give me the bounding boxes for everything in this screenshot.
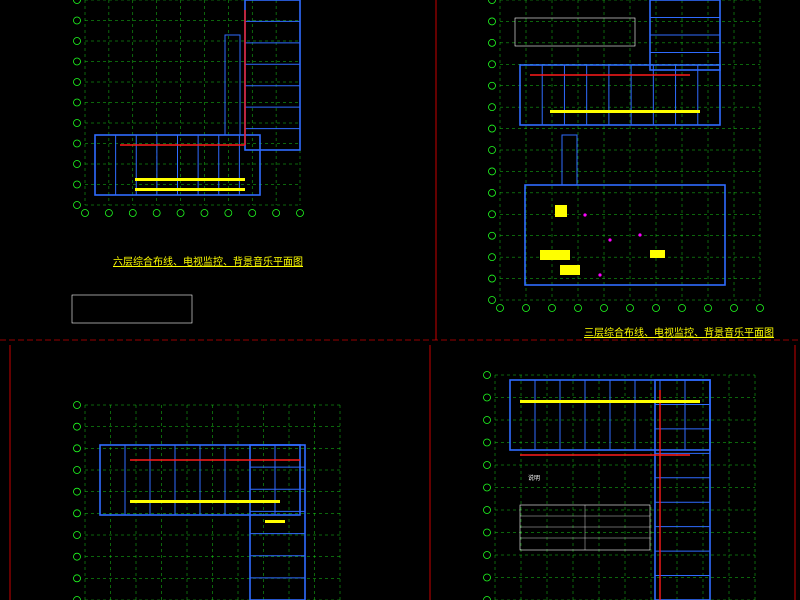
grid-floor-3-axis-bubble — [488, 103, 496, 112]
magenta-device-dot — [638, 233, 642, 237]
grid-floor-6-axis-bubble — [73, 180, 81, 189]
grid-lower-right-axis-bubble — [483, 551, 491, 559]
grid-lower-left-axis-bubble — [73, 444, 81, 453]
grid-floor-6-axis-bubble — [81, 209, 89, 217]
grid-floor-6-axis-bubble — [248, 209, 257, 217]
grid-floor-3-axis-bubble — [600, 304, 608, 312]
grid-floor-3-axis-bubble — [488, 253, 496, 262]
floor-6-stair — [224, 34, 241, 136]
grid-floor-6-axis-bubble — [296, 209, 304, 217]
magenta-device-dot — [608, 238, 612, 242]
magenta-device-dot — [598, 273, 602, 277]
grid-lower-right-axis-bubble — [483, 528, 491, 537]
grid-floor-6-axis-bubble — [176, 209, 185, 217]
grid-floor-3-axis-bubble — [488, 0, 496, 4]
device-marker — [520, 400, 700, 403]
grid-lower-left-axis-bubble — [73, 487, 81, 496]
grid-lower-left-axis-bubble — [73, 574, 81, 583]
grid-floor-6-axis-bubble — [272, 209, 281, 217]
device-marker — [540, 250, 570, 260]
grid-floor-3-axis-bubble — [488, 296, 496, 304]
grid-lower-right-axis-bubble — [483, 573, 491, 582]
device-marker — [550, 110, 700, 113]
grid-floor-3-axis-bubble — [488, 124, 496, 133]
grid-floor-6-axis-bubble — [104, 209, 113, 217]
grid-floor-3-axis-bubble — [488, 167, 496, 176]
grid-floor-6-axis-bubble — [73, 201, 81, 209]
grid-lower-left-axis-bubble — [73, 509, 81, 518]
grid-lower-right-axis-bubble — [483, 438, 491, 447]
grid-lower-right-axis-bubble — [483, 461, 491, 469]
grid-floor-3-axis-bubble — [730, 304, 738, 312]
grid-floor-3-axis-bubble — [488, 231, 496, 240]
device-marker — [265, 520, 285, 523]
notes-title: 说明 — [528, 475, 541, 482]
sheet-caption-floor-6: 六层综合布线、电视监控、背景音乐平面图 — [113, 257, 303, 268]
grid-lower-right-axis-bubble — [483, 483, 491, 492]
grid-floor-6-axis-bubble — [224, 209, 233, 217]
grid-floor-3-axis-bubble — [704, 304, 712, 312]
grid-floor-6-axis-bubble — [73, 98, 81, 107]
grid-floor-3-axis-bubble — [626, 304, 634, 312]
grid-floor-3-axis-bubble — [488, 188, 496, 197]
grid-floor-6-axis-bubble — [73, 119, 81, 127]
grid-lower-left-axis-bubble — [73, 466, 81, 474]
grid-lower-right-axis-bubble — [483, 506, 491, 514]
grid-lower-right-axis-bubble — [483, 596, 491, 600]
device-marker — [555, 205, 567, 217]
grid-lower-left-axis-bubble — [73, 531, 81, 539]
grid-lower-right-axis-bubble — [483, 393, 491, 402]
wall-layer — [94, 0, 726, 600]
grid-floor-6-axis-bubble — [152, 209, 161, 217]
grid-floor-6-axis-bubble — [73, 139, 81, 148]
grid-floor-6-axis-bubble — [73, 160, 81, 168]
device-marker — [135, 178, 245, 181]
device-marker — [130, 500, 280, 503]
lower-left-east-wing — [249, 444, 306, 600]
floor-6-legend-table — [71, 294, 193, 324]
grid-floor-3-axis-bubble — [678, 304, 686, 312]
grid-floor-3-axis-bubble — [488, 81, 496, 90]
grid-floor-6-axis-bubble — [128, 209, 137, 217]
grid-floor-6-axis-bubble — [73, 78, 81, 86]
device-layer — [71, 10, 700, 600]
floor-3-podium — [524, 184, 726, 286]
grid-floor-6-axis-bubble — [73, 0, 81, 4]
magenta-device-dot — [583, 213, 587, 217]
device-marker — [560, 265, 580, 275]
grid-floor-3-axis-bubble — [574, 304, 582, 312]
grid-lower-right-axis-bubble — [483, 371, 491, 379]
grid-lower-left-axis-bubble — [73, 552, 81, 561]
floor-3-legend-table — [514, 17, 636, 47]
grid-floor-3-axis-bubble — [488, 17, 496, 26]
floor-3-north-wing — [519, 64, 721, 126]
grid-floor-3-axis-bubble — [548, 304, 556, 312]
grid-floor-3-axis-bubble — [488, 210, 496, 219]
floor-3-link — [561, 134, 578, 186]
grid-floor-3-axis-bubble — [756, 304, 764, 312]
grid-floor-3-axis-bubble — [496, 304, 504, 312]
grid-floor-3-axis-bubble — [488, 38, 496, 47]
grid-lower-left-axis-bubble — [73, 401, 81, 409]
grid-floor-6-axis-bubble — [200, 209, 209, 217]
lower-right-east-wing — [654, 379, 711, 600]
grid-floor-6-axis-bubble — [73, 57, 81, 66]
grid-lower-right-axis-bubble — [483, 416, 491, 424]
grid-floor-6-axis-bubble — [73, 37, 81, 45]
grid-floor-3-axis-bubble — [522, 304, 530, 312]
floor-6-east-wing — [244, 0, 301, 151]
sheet-caption-floor-3: 三层综合布线、电视监控、背景音乐平面图 — [584, 328, 774, 339]
grid-floor-6-axis-bubble — [73, 16, 81, 25]
device-marker — [135, 188, 245, 191]
device-marker — [650, 250, 665, 258]
grid-lower-left-axis-bubble — [73, 596, 81, 600]
grid-floor-3-axis-bubble — [488, 274, 496, 283]
grid-lower-left-axis-bubble — [73, 422, 81, 431]
grid-floor-3-axis-bubble — [652, 304, 660, 312]
grid-floor-3-axis-bubble — [488, 60, 496, 69]
grid-floor-3-axis-bubble — [488, 146, 496, 154]
